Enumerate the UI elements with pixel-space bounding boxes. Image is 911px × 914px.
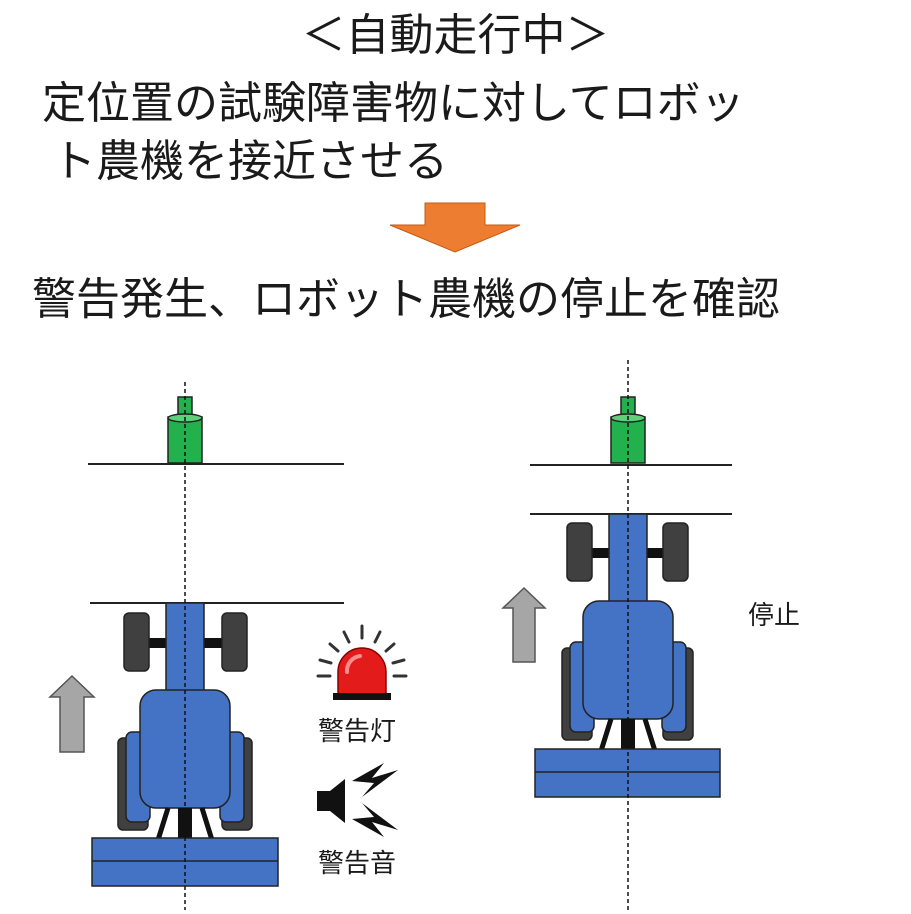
warning-sound-label: 警告音 bbox=[318, 849, 397, 879]
left-scene bbox=[48, 382, 408, 910]
robot-tractor-right bbox=[534, 513, 721, 798]
title: ＜自動走行中＞ bbox=[301, 10, 610, 61]
warning-lamp-icon bbox=[316, 624, 408, 700]
warning-sound-icon bbox=[317, 763, 398, 837]
stop-label: 停止 bbox=[748, 601, 801, 631]
up-arrow-icon bbox=[48, 674, 96, 753]
description-line-2: ト農機を接近させる bbox=[52, 136, 448, 187]
description-line-1: 定位置の試験障害物に対してロボッ bbox=[42, 78, 745, 129]
up-arrow-icon bbox=[501, 586, 547, 663]
down-arrow-icon bbox=[389, 202, 521, 253]
result-text: 警告発生、ロボット農機の停止を確認 bbox=[32, 274, 780, 325]
warning-lamp-label: 警告灯 bbox=[318, 717, 397, 747]
right-scene bbox=[501, 360, 732, 912]
robot-tractor-left bbox=[91, 602, 279, 887]
